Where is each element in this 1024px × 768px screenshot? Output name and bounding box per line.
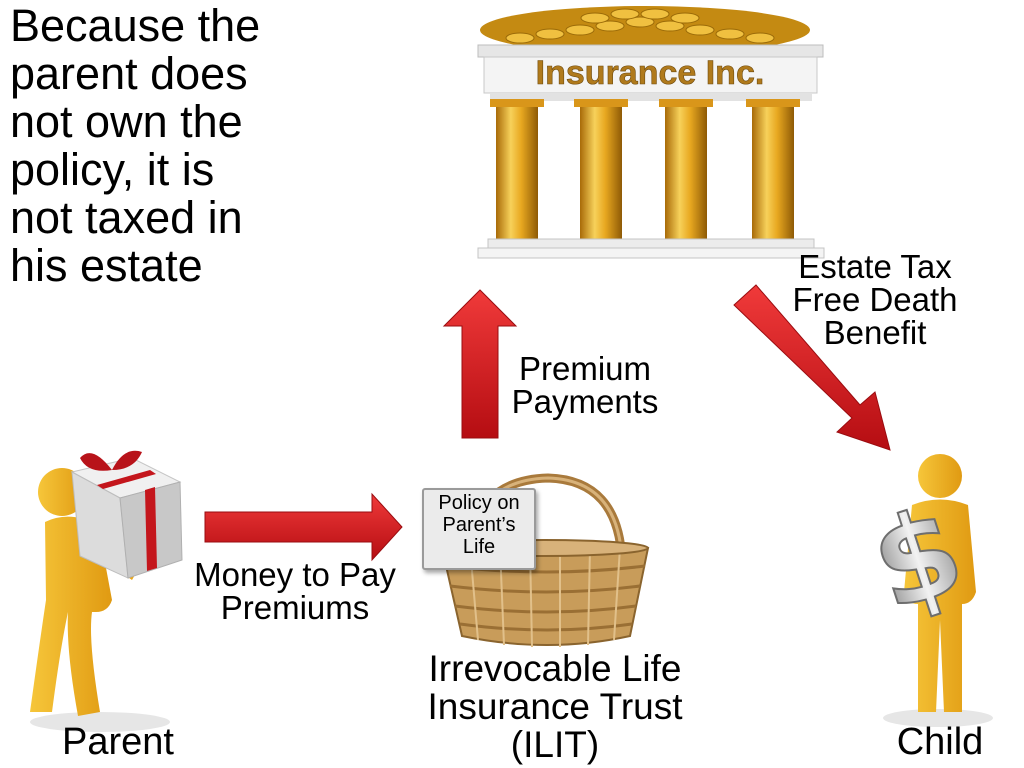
label-line: Insurance Trust (427, 686, 683, 727)
child-figure-icon (883, 454, 993, 727)
ilit-label: Irrevocable Life Insurance Trust (ILIT) (405, 650, 705, 764)
label-line: Money to Pay (194, 556, 396, 593)
label-line: Irrevocable Life (428, 648, 682, 689)
headline-line: not own the (10, 96, 243, 147)
insurance-building-icon: Insurance Inc. (477, 6, 825, 259)
parent-label: Parent (62, 721, 174, 763)
headline-line: Because the (10, 0, 261, 51)
policy-card-line: Parent’s (442, 514, 516, 536)
label-line: Premium (518, 350, 652, 387)
headline-line: not taxed in (10, 192, 243, 243)
label-line: Free Death (792, 281, 958, 318)
headline-line: policy, it is (10, 144, 215, 195)
headline-line: parent does (10, 48, 248, 99)
policy-card-line: Life (462, 536, 496, 558)
label-line: Benefit (823, 314, 927, 351)
premium-payments-label: Premium Payments (500, 352, 670, 418)
policy-card: Policy on Parent’s Life (422, 488, 536, 570)
arrow-parent-to-trust (204, 492, 403, 562)
label-line: Payments (511, 383, 659, 420)
money-to-pay-label: Money to Pay Premiums (180, 558, 410, 624)
label-line: (ILIT) (510, 724, 600, 765)
label-line: Estate Tax (798, 248, 952, 285)
death-benefit-label: Estate Tax Free Death Benefit (780, 250, 970, 349)
headline-text: Because the parent does not own the poli… (10, 2, 310, 290)
arrow-trust-to-insurer (442, 289, 518, 439)
insurance-sign: Insurance Inc. (536, 54, 765, 92)
child-label: Child (896, 721, 984, 763)
label-line: Premiums (220, 589, 370, 626)
gift-box-icon (70, 450, 183, 579)
headline-line: his estate (10, 240, 203, 291)
arrow-insurer-to-child (733, 284, 891, 451)
policy-card-line: Policy on (438, 492, 520, 514)
